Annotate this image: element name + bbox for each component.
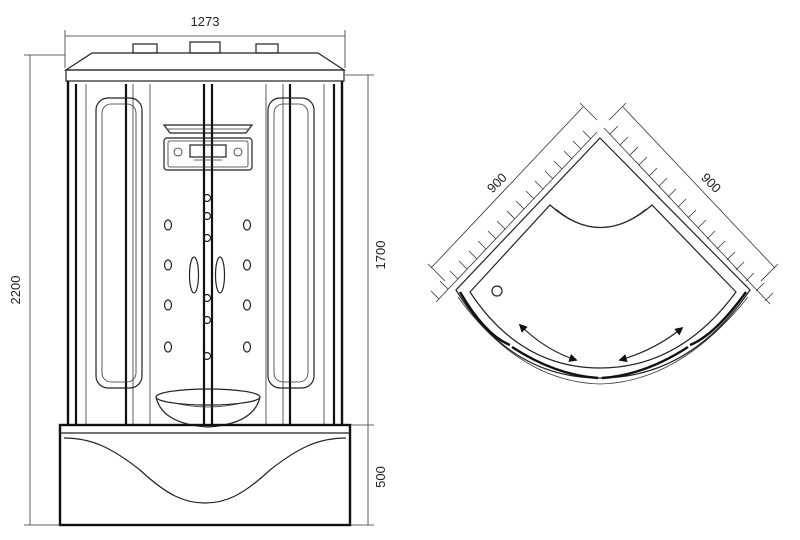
cabin-height-label: 1700 <box>373 241 388 270</box>
right-wall-hatching <box>609 125 774 302</box>
plan-side-a-label: 900 <box>484 170 510 196</box>
cabin-height-dimension: 1700 <box>345 74 388 426</box>
plan-walls <box>435 127 771 305</box>
plan-dimension-left: 900 <box>427 102 598 282</box>
door-handles <box>188 256 226 294</box>
width-dimension: 1273 <box>64 14 346 68</box>
door-direction-arrows <box>518 323 684 363</box>
total-height-dimension: 2200 <box>8 54 65 526</box>
cabin-roof <box>63 41 347 82</box>
plan-side-b-label: 900 <box>698 170 724 196</box>
plan-dimension-right: 900 <box>608 102 779 282</box>
width-dimension-label: 1273 <box>191 14 220 29</box>
tray-height-dimension: 500 <box>345 425 388 526</box>
total-height-label: 2200 <box>8 276 23 305</box>
left-wall-hatching <box>430 130 592 300</box>
tray-height-label: 500 <box>373 466 388 488</box>
control-panel <box>163 137 253 171</box>
seat <box>155 388 261 428</box>
cabin-body <box>66 81 344 425</box>
plan-view: 900 900 <box>427 102 779 385</box>
plan-sliding-doors <box>457 291 749 385</box>
side-glass-panels <box>95 97 315 389</box>
massage-jets <box>163 193 252 361</box>
shower-tray <box>58 423 352 527</box>
front-view: 1273 2200 1700 500 <box>8 14 388 527</box>
top-shelf <box>162 124 254 134</box>
